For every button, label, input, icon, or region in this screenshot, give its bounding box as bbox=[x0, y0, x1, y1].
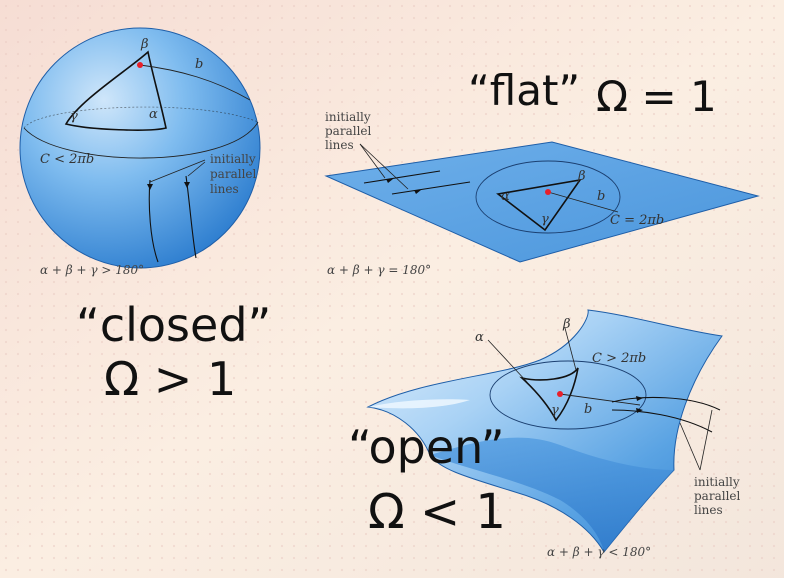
open-title: “open” bbox=[348, 420, 505, 474]
sphere-triangle bbox=[64, 50, 167, 131]
flat-circle bbox=[475, 160, 621, 234]
saddle-arrow-2 bbox=[636, 408, 643, 413]
closed-omega: Ω > 1 bbox=[104, 352, 237, 406]
flat-label-beta: β bbox=[577, 169, 586, 184]
flat-pointer-2 bbox=[359, 143, 409, 190]
sphere-center-dot bbox=[137, 62, 143, 68]
flat-radius bbox=[547, 191, 619, 213]
saddle-radius bbox=[559, 393, 641, 406]
saddle-parallel-label-3: lines bbox=[694, 503, 723, 517]
flat-label-alpha: α bbox=[501, 189, 510, 204]
sphere-pointer-1 bbox=[149, 159, 206, 183]
saddle-circle bbox=[489, 360, 647, 430]
saddle-label-beta: β bbox=[562, 317, 571, 332]
sphere-great-circle-back bbox=[23, 106, 259, 129]
saddle-parallel-line-1 bbox=[611, 396, 721, 411]
flat-arrow-1 bbox=[386, 179, 393, 183]
saddle-arrow-1 bbox=[636, 396, 643, 401]
sphere-label-b: b bbox=[195, 57, 203, 72]
sphere-label-gamma: γ bbox=[70, 109, 78, 124]
sphere-arrow-1 bbox=[147, 184, 153, 190]
bottom-border bbox=[0, 578, 800, 584]
saddle-center-dot bbox=[557, 391, 563, 397]
saddle-label-b: b bbox=[584, 402, 592, 417]
flat-parallel-line-1 bbox=[363, 170, 441, 184]
flat-pointer-1 bbox=[359, 143, 386, 179]
flat-angle-sum: α + β + γ = 180° bbox=[327, 263, 432, 277]
saddle-pointer-1 bbox=[679, 422, 701, 471]
sphere-label-alpha: α bbox=[149, 107, 158, 122]
saddle-triangle bbox=[519, 367, 579, 422]
saddle-parallel-label-2: parallel bbox=[694, 489, 741, 503]
sphere-diagram: β γ α b C < 2πb initially parallel lines bbox=[19, 27, 261, 269]
saddle-label-circumference: C > 2πb bbox=[592, 351, 646, 366]
flat-parallel-label-1: initially bbox=[325, 110, 371, 124]
sphere-arrow-2 bbox=[184, 182, 190, 188]
open-omega: Ω < 1 bbox=[368, 484, 506, 540]
flat-label-gamma: γ bbox=[541, 212, 549, 227]
flat-parallel-line-2 bbox=[391, 181, 471, 195]
sphere-pointer-2 bbox=[187, 161, 206, 177]
saddle-parallel-line-2 bbox=[611, 409, 713, 433]
saddle-shadow bbox=[430, 437, 674, 552]
flat-parallel-label-3: lines bbox=[325, 138, 354, 152]
saddle-label-gamma: γ bbox=[551, 403, 559, 418]
sphere-radius bbox=[139, 64, 251, 101]
open-angle-sum: α + β + γ < 180° bbox=[547, 545, 652, 559]
sphere-great-circle bbox=[23, 121, 259, 159]
flat-parallel-label-2: parallel bbox=[325, 124, 372, 138]
saddle-parallel-label-1: initially bbox=[694, 475, 740, 489]
saddle-left-flap bbox=[368, 399, 470, 409]
sphere-parallel-label-2: parallel bbox=[210, 167, 257, 181]
sphere-parallel-label-3: lines bbox=[210, 182, 239, 196]
flat-center-dot bbox=[545, 189, 551, 195]
sphere-angle-sum: α + β + γ > 180° bbox=[40, 263, 145, 277]
flat-omega: Ω = 1 bbox=[596, 72, 717, 121]
closed-title: “closed” bbox=[76, 298, 272, 352]
sphere-label-beta: β bbox=[140, 37, 149, 52]
flat-diagram: initially parallel lines α β γ b C = 2πb bbox=[324, 110, 760, 263]
sphere bbox=[19, 27, 261, 269]
saddle-beta-pointer bbox=[564, 327, 577, 371]
saddle-pointer-2 bbox=[699, 409, 713, 471]
sphere-label-circumference: C < 2πb bbox=[40, 152, 94, 167]
flat-title: “flat” bbox=[468, 66, 581, 115]
flat-label-circumference: C = 2πb bbox=[610, 213, 664, 228]
sphere-parallel-label-1: initially bbox=[210, 152, 256, 166]
saddle-diagram: α β γ b C > 2πb initially parallel lines bbox=[366, 309, 741, 553]
saddle-label-alpha: α bbox=[475, 330, 484, 345]
saddle-alpha-pointer bbox=[487, 339, 528, 383]
flat-arrow-2 bbox=[414, 190, 421, 194]
flat-label-b: b bbox=[597, 189, 605, 204]
right-border bbox=[784, 0, 800, 584]
flat-triangle bbox=[496, 178, 582, 232]
